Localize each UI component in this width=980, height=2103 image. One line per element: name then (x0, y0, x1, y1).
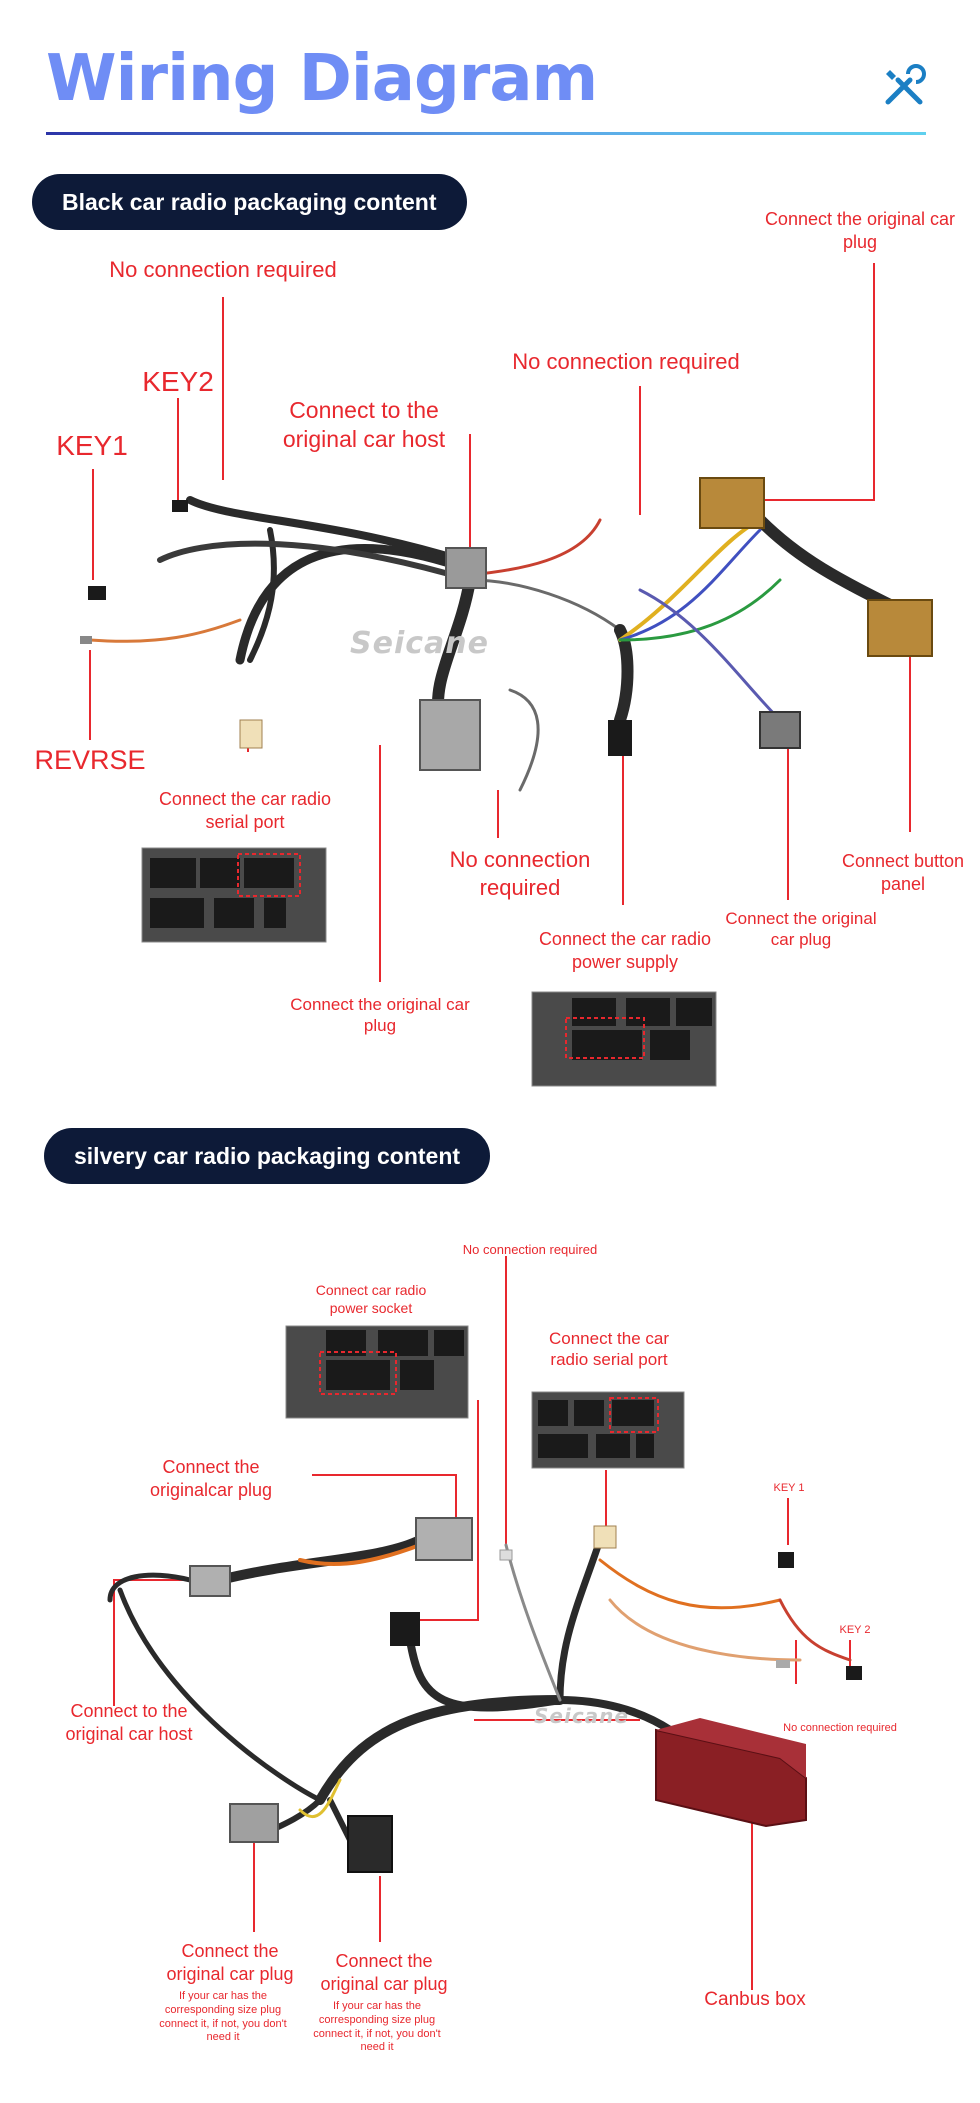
label-serial: Connect the car radio serial port (158, 789, 332, 832)
label-power: Connect the car radio power supply (538, 929, 712, 972)
title-divider (46, 132, 926, 135)
connector-serial (593, 1525, 617, 1549)
label-orig-plug-top: Connect the original car plug (764, 209, 956, 252)
label-key1-2: KEY 1 (773, 1482, 805, 1494)
connector-plug-b (347, 1815, 393, 1873)
page-title: Wiring Diagram (46, 42, 598, 116)
label-canbus: Canbus box (704, 1989, 806, 2010)
label-no-conn-right-2: No connection required (783, 1722, 897, 1734)
power-socket-photo (285, 1325, 469, 1419)
section1-watermark: Seicane (350, 626, 489, 661)
label-no-conn-top: No connection required (109, 257, 337, 282)
serial-port-photo (141, 847, 327, 943)
label-button-panel: Connect button panel (841, 851, 965, 894)
label-host: Connect to the original car host (282, 397, 446, 452)
label-no-conn-low: No connection required (449, 847, 591, 900)
serial-port-photo-2 (531, 1391, 685, 1469)
connector-button-panel (867, 599, 933, 657)
connector-serial (239, 719, 263, 749)
connector-power-socket (390, 1612, 420, 1646)
section1-heading: Black car radio packaging content (32, 174, 467, 230)
label-key2: KEY2 (142, 366, 214, 397)
connector-power (608, 720, 632, 756)
connector-plug-a (229, 1803, 279, 1843)
power-supply-photo (531, 991, 717, 1087)
label-serial-2: Connect the car radio serial port (548, 1329, 669, 1370)
section2-heading: silvery car radio packaging content (44, 1128, 491, 1184)
connector-reverse (80, 636, 92, 644)
tools-icon (885, 64, 926, 105)
connector-host (189, 1565, 231, 1597)
connector-no-conn-top (499, 1549, 513, 1561)
label-no-conn-top-2: No connection required (462, 1242, 598, 1257)
connector-host (445, 547, 487, 589)
label-host-2: Connect to the original car host (65, 1701, 193, 1744)
connector-orig-plug (415, 1517, 473, 1561)
label-orig-plug-low: Connect the original car plug (290, 995, 470, 1036)
label-plug-b-note: If your car has the corresponding size p… (313, 2000, 441, 2054)
connector-key1 (778, 1552, 794, 1568)
canbus-box (655, 1718, 807, 1828)
label-plug-b: Connect the original car plug (320, 1951, 448, 1994)
label-power-socket: Connect car radio power socket (315, 1282, 427, 1316)
label-reverse: REVRSE (34, 745, 146, 775)
connector-key2 (846, 1666, 862, 1680)
connector-orig-plug-low (419, 699, 481, 771)
label-key2-2: KEY 2 (839, 1624, 871, 1636)
connector-orig-plug-top (699, 477, 765, 529)
section2-watermark: Seicane (534, 1704, 629, 1728)
connector-orig-plug-right (759, 711, 801, 749)
section1-harness-diagram (80, 263, 933, 1087)
label-plug-a: Connect the original car plug (166, 1941, 294, 1984)
label-orig-plug-right: Connect the original car plug (725, 909, 877, 950)
label-plug-a-note: If your car has the corresponding size p… (159, 1990, 287, 2044)
label-key1: KEY1 (56, 430, 128, 461)
label-orig-plug-2: Connect the originalcar plug (149, 1457, 273, 1500)
connector-key1 (88, 586, 106, 600)
label-no-conn-mid: No connection required (512, 349, 740, 374)
connector-key2 (172, 500, 188, 512)
connector-no-conn-right (776, 1660, 790, 1668)
